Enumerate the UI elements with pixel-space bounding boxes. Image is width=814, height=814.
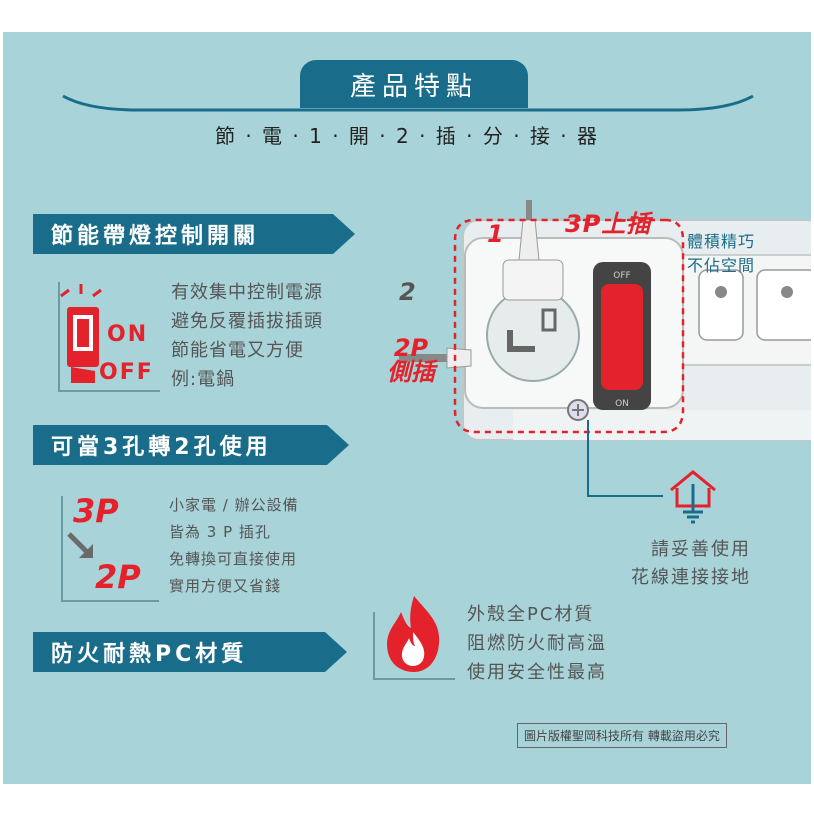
page-subtitle: 節 · 電 · 1 · 開 · 2 · 插 · 分 · 接 · 器 bbox=[214, 124, 600, 148]
rocker-switch-icon bbox=[67, 307, 99, 383]
page-title: 產品特點 bbox=[300, 60, 528, 108]
size-note-line-1: 體積精巧 bbox=[687, 232, 756, 251]
size-note: 體積精巧 不佔空間 bbox=[687, 230, 755, 278]
plug-line-2: 皆為 3 P 插孔 bbox=[169, 523, 271, 541]
switch-on-label: ON bbox=[107, 322, 149, 347]
ground-note-line-2: 花線連接接地 bbox=[631, 567, 751, 588]
energy-line-2: 避免反覆插拔插頭 bbox=[171, 311, 323, 332]
fire-description: 外殼全PC材質 阻燃防火耐高溫 使用安全性最高 bbox=[467, 600, 607, 687]
energy-line-1: 有效集中控制電源 bbox=[171, 282, 323, 303]
label-3p: 3P bbox=[73, 492, 119, 530]
label-2p-side-line-2: 側插 bbox=[387, 358, 435, 386]
switch-off-label: OFF bbox=[99, 360, 154, 385]
label-2: 2 bbox=[399, 278, 416, 306]
plug-bracket bbox=[61, 496, 159, 602]
power-strip-illustration: OFF ON bbox=[399, 200, 811, 470]
strip-switch-off-text: OFF bbox=[613, 271, 630, 281]
ground-connector-line bbox=[587, 428, 663, 497]
plug-description: 小家電 / 辦公設備 皆為 3 P 插孔 免轉換可直接使用 實用方便又省錢 bbox=[169, 492, 299, 600]
banner-energy-saving: 節能帶燈控制開關 bbox=[33, 214, 355, 254]
plug-line-3: 免轉換可直接使用 bbox=[169, 550, 298, 568]
ground-note: 請妥善使用 花線連接接地 bbox=[631, 536, 751, 592]
plug-line-4: 實用方便又省錢 bbox=[169, 577, 282, 595]
fire-line-1: 外殼全PC材質 bbox=[467, 604, 595, 625]
fire-icon bbox=[387, 596, 440, 672]
ground-house-icon bbox=[670, 470, 716, 524]
banner-fireproof: 防火耐熱PC材質 bbox=[33, 632, 347, 672]
ground-note-line-1: 請妥善使用 bbox=[651, 539, 751, 560]
plug-line-1: 小家電 / 辦公設備 bbox=[169, 496, 299, 514]
label-1: 1 bbox=[487, 220, 504, 248]
label-2p: 2P bbox=[95, 558, 141, 596]
strip-switch-on-text: ON bbox=[615, 399, 629, 409]
energy-description: 有效集中控制電源 避免反覆插拔插頭 節能省電又方便 例:電鍋 bbox=[171, 278, 323, 394]
label-2p-side: 2P 側插 bbox=[387, 336, 435, 384]
fire-line-2: 阻燃防火耐高溫 bbox=[467, 633, 607, 654]
label-3p-top: 3P上插 bbox=[565, 210, 652, 238]
copyright-notice: 圖片版權聖岡科技所有 轉載盜用必究 bbox=[517, 723, 727, 748]
arrow-down-right-icon bbox=[67, 532, 93, 558]
energy-line-3: 節能省電又方便 bbox=[171, 340, 304, 361]
energy-line-4: 例:電鍋 bbox=[171, 369, 236, 390]
header-curve bbox=[62, 94, 754, 112]
product-features-panel: 產品特點 節 · 電 · 1 · 開 · 2 · 插 · 分 · 接 · 器 節… bbox=[3, 32, 811, 784]
fire-bracket bbox=[373, 612, 455, 680]
banner-3to2: 可當3孔轉2孔使用 bbox=[33, 425, 349, 465]
label-2p-side-line-1: 2P bbox=[393, 334, 429, 362]
alert-spark-icon bbox=[60, 284, 102, 298]
fire-line-3: 使用安全性最高 bbox=[467, 662, 607, 683]
size-note-line-2: 不佔空間 bbox=[687, 256, 756, 275]
switch-bracket bbox=[58, 282, 160, 392]
